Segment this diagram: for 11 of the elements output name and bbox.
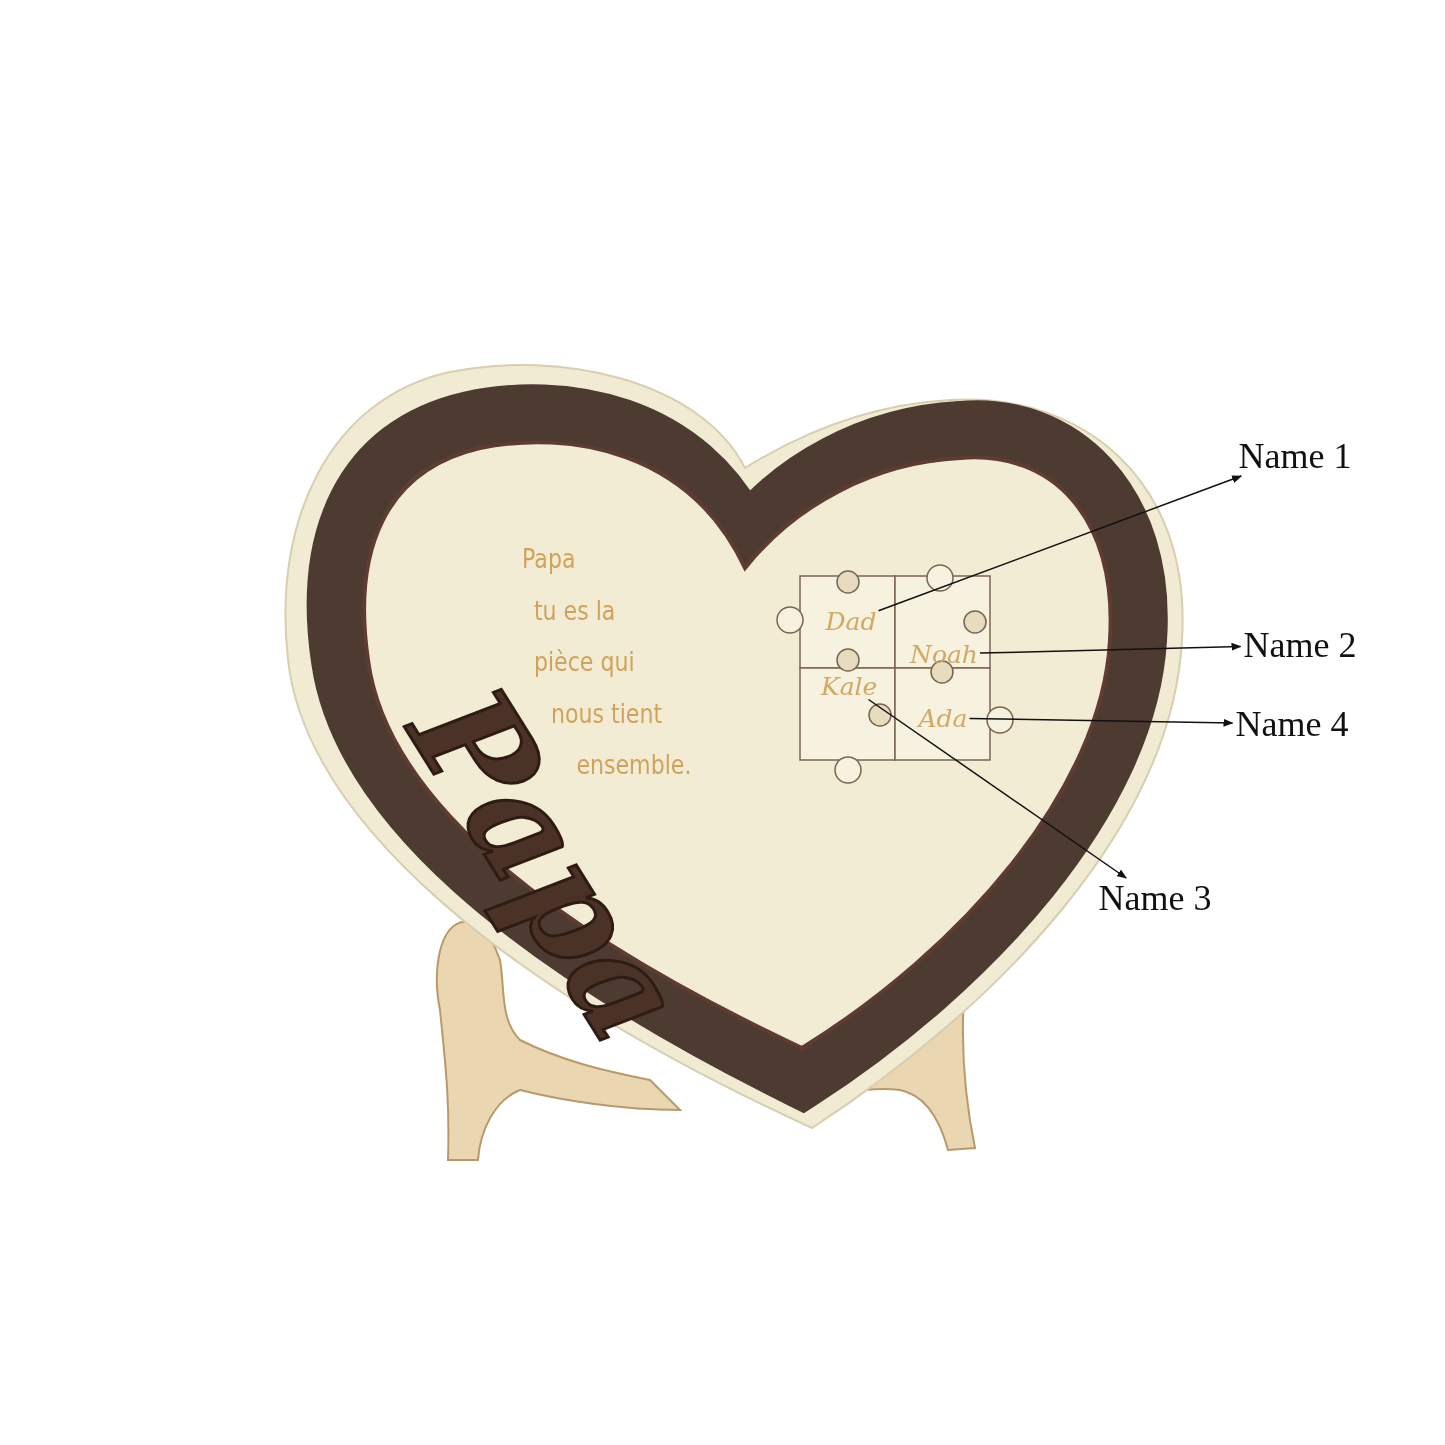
- callout-label: Name 2: [1240, 625, 1360, 665]
- leader-line: [877, 475, 1243, 612]
- callout-label: Name 1: [1235, 436, 1355, 476]
- engraved-name: Kale: [819, 672, 880, 700]
- leader-line: [979, 642, 1242, 654]
- callout-label: Name 4: [1232, 704, 1352, 744]
- engraved-name: Dad: [823, 607, 879, 635]
- leader-line: [867, 698, 1127, 879]
- engraved-name: Ada: [916, 704, 970, 732]
- callout-label: Name 3: [1095, 878, 1215, 918]
- leader-line: [968, 717, 1234, 727]
